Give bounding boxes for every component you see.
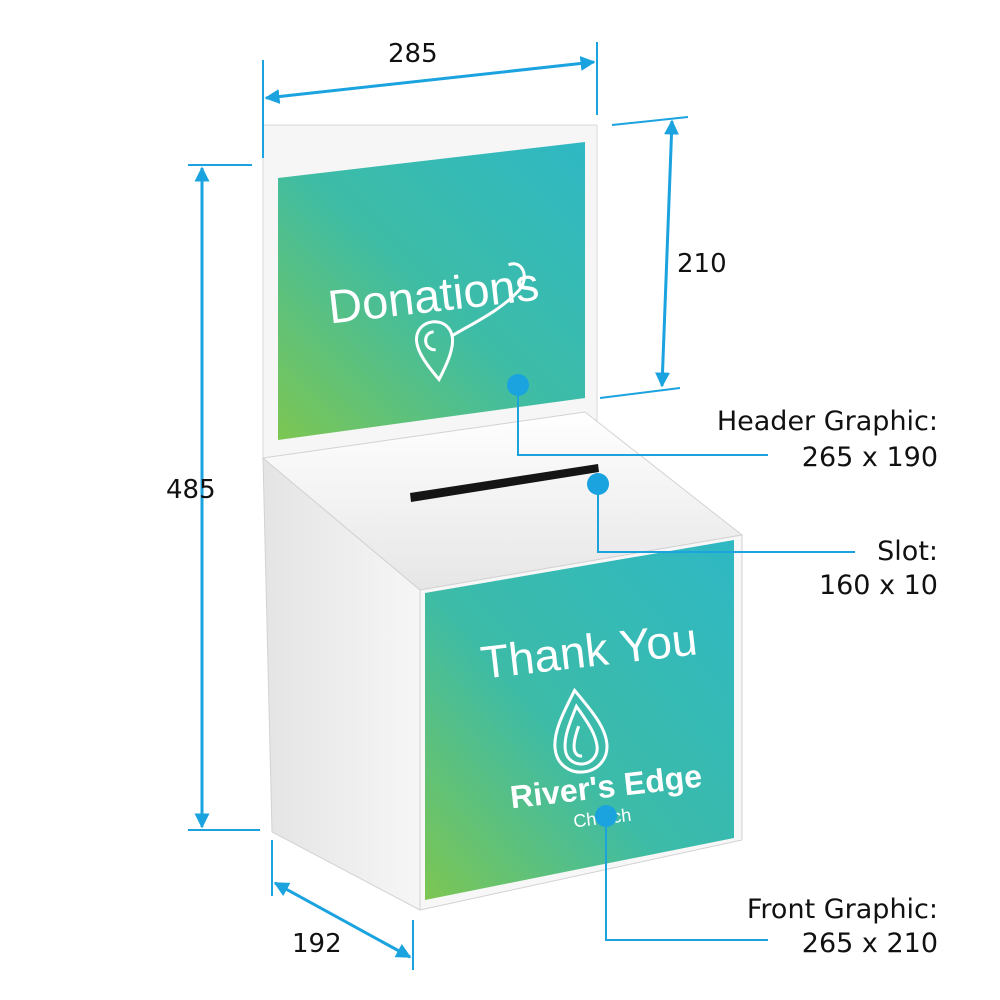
- header-height-extension-top: [611, 116, 689, 126]
- front-callout-line: [605, 816, 768, 941]
- header-height-extension-bottom: [599, 387, 681, 399]
- header-height-dimension-arrow: [655, 119, 679, 388]
- depth-dimension-arrow: [273, 881, 412, 959]
- header-callout-title: Header Graphic:: [717, 406, 938, 437]
- total-height-dimension-label: 485: [166, 475, 216, 505]
- slot-callout-line: [597, 484, 855, 553]
- slot-callout-title: Slot:: [877, 536, 938, 567]
- location-pin-icon: [415, 320, 455, 383]
- front-callout-title: Front Graphic:: [747, 894, 938, 925]
- front-graphic-panel: [425, 540, 734, 900]
- slot-callout-size: 160 x 10: [819, 570, 938, 601]
- donation-box: [261, 124, 744, 911]
- dimension-lines: [188, 42, 689, 970]
- front-callout-dot: [595, 805, 617, 827]
- header-callout-size: 265 x 190: [802, 442, 938, 473]
- width-dimension-label: 285: [388, 39, 438, 69]
- water-drop-icon: [553, 687, 609, 774]
- slot-callout-dot: [587, 473, 609, 495]
- header-height-dimension-label: 210: [677, 249, 727, 279]
- coin-slot: [410, 464, 599, 502]
- header-swoosh: [451, 262, 526, 338]
- header-graphic-panel: [278, 142, 585, 440]
- header-callout-dot: [507, 374, 529, 396]
- callout-dots: [507, 374, 617, 827]
- width-dimension-arrow: [264, 56, 596, 104]
- header-callout-line: [517, 385, 768, 456]
- depth-dimension-label: 192: [292, 929, 342, 959]
- front-callout-size: 265 x 210: [802, 928, 938, 959]
- callout-lines: [517, 385, 855, 941]
